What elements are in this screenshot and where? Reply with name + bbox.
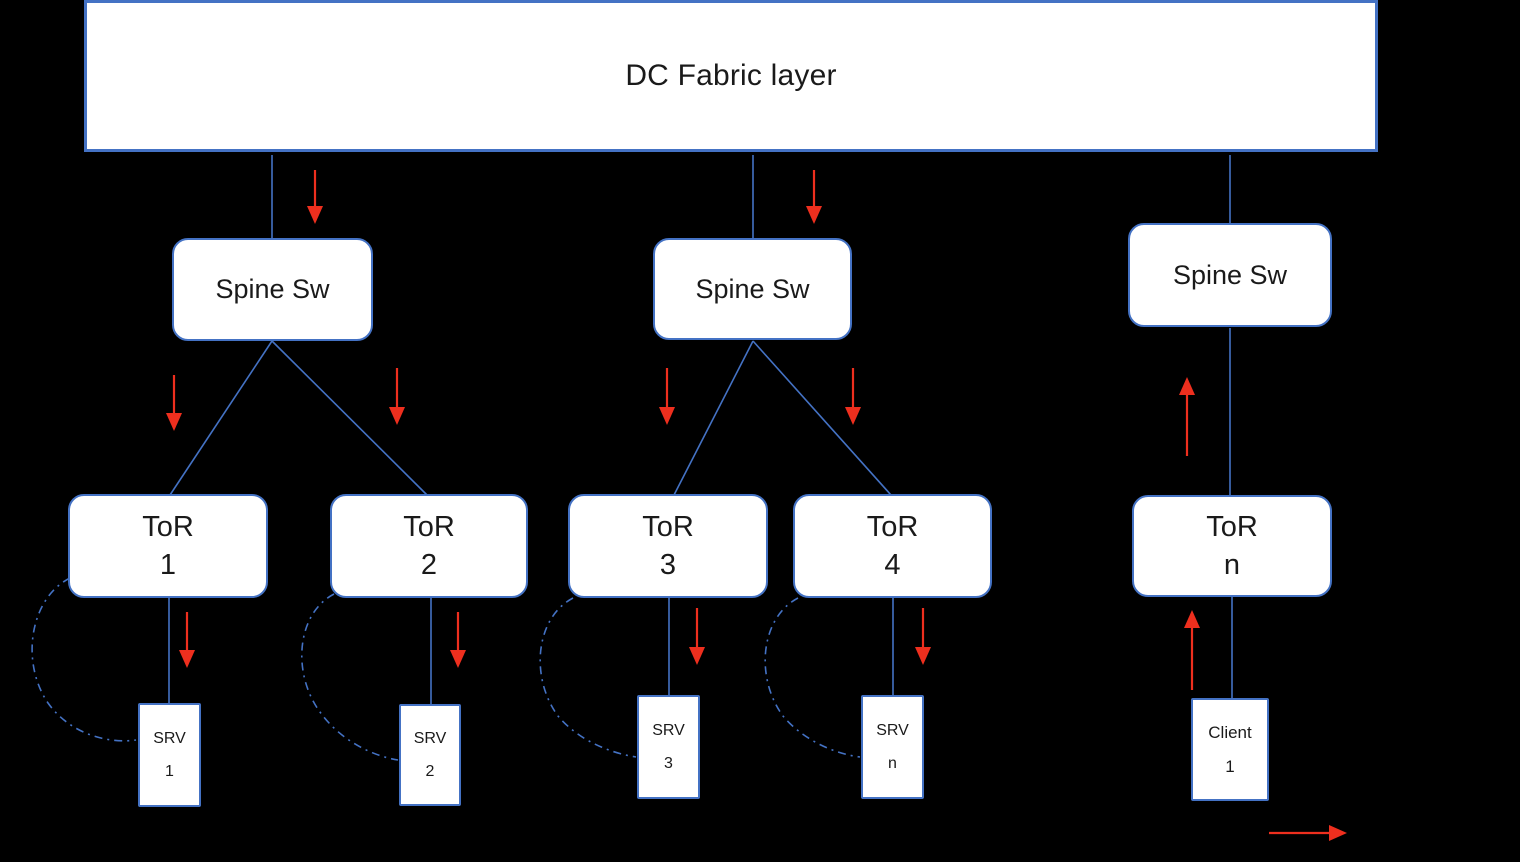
arrow-down-tor1-to-srv1 [179, 612, 195, 668]
loop-tor3-srv3 [539, 597, 637, 758]
tor-1-label-line1: ToR [142, 511, 194, 543]
arrow-down-fabric-to-spine2 [806, 170, 822, 224]
node-spine-sw-1: Spine Sw [172, 238, 373, 341]
spine-sw-1-label: Spine Sw [215, 274, 330, 304]
spine-sw-2-label: Spine Sw [695, 273, 810, 304]
srv-1-label-line2: 1 [165, 763, 174, 780]
node-tor-2: ToR 2 [330, 494, 528, 598]
link-spine2-tor4 [752, 340, 892, 496]
arrow-up-client-to-torn [1184, 610, 1200, 690]
tor-4-label-line2: 4 [884, 549, 901, 581]
arrow-up-torn-to-spine3 [1179, 377, 1195, 456]
loop-tor2-srv2 [301, 593, 399, 761]
link-spine1-tor1 [169, 340, 273, 496]
client-1-label-line1: Client [1208, 722, 1252, 742]
srv-n-label-line1: SRV [876, 722, 909, 739]
node-srv-n: SRV n [861, 695, 924, 799]
node-tor-4: ToR 4 [793, 494, 992, 598]
link-spine2-tor3 [673, 340, 754, 496]
node-tor-n: ToR n [1132, 495, 1332, 597]
arrow-down-tor4-to-srvn [915, 608, 931, 665]
arrow-down-tor3-to-srv3 [689, 608, 705, 665]
srv-3-label-line1: SRV [652, 722, 685, 739]
tor-n-label-line1: ToR [1206, 511, 1258, 543]
spine-sw-3-label: Spine Sw [1172, 259, 1288, 290]
node-dc-fabric-layer: DC Fabric layer [84, 0, 1378, 152]
loop-tor1-srv1 [31, 577, 137, 742]
blue-links [168, 155, 1233, 705]
tor-1-label-line2: 1 [159, 549, 177, 581]
node-srv-3: SRV 3 [637, 695, 700, 799]
tor-2-label-line2: 2 [420, 549, 438, 581]
arrow-down-spine2-to-tor3 [659, 368, 675, 425]
client-1-label-line2: 1 [1225, 756, 1235, 776]
arrow-down-spine2-to-tor4 [845, 368, 861, 425]
loop-tor4-srvn [764, 597, 861, 758]
tor-4-label-line1: ToR [866, 511, 919, 543]
tor-3-label-line1: ToR [642, 511, 694, 543]
dc-fabric-layer-label: DC Fabric layer [625, 59, 837, 92]
node-spine-sw-3: Spine Sw [1128, 223, 1332, 327]
arrow-down-fabric-to-spine1 [307, 170, 323, 224]
link-spine1-tor2 [271, 340, 428, 496]
tor-n-label-line2: n [1223, 549, 1241, 581]
srv-1-label-line1: SRV [153, 730, 186, 747]
node-spine-sw-2: Spine Sw [653, 238, 852, 340]
srv-2-label-line2: 2 [425, 763, 435, 780]
tor-3-label-line2: 3 [659, 549, 677, 581]
arrow-down-spine1-to-tor1 [166, 375, 182, 431]
srv-n-label-line2: n [888, 755, 897, 772]
tor-2-label-line1: ToR [403, 511, 455, 543]
node-client-1: Client 1 [1191, 698, 1269, 801]
node-srv-2: SRV 2 [399, 704, 461, 806]
arrow-down-spine1-to-tor2 [389, 368, 405, 425]
node-tor-3: ToR 3 [568, 494, 768, 598]
srv-2-label-line1: SRV [413, 730, 447, 747]
srv-3-label-line2: 3 [664, 755, 673, 772]
arrow-down-tor2-to-srv2 [450, 612, 466, 668]
red-arrows [166, 170, 1347, 841]
arrow-right-flow [1269, 825, 1347, 841]
loop-curves [31, 577, 861, 761]
node-srv-1: SRV 1 [138, 703, 201, 807]
node-tor-1: ToR 1 [68, 494, 268, 598]
